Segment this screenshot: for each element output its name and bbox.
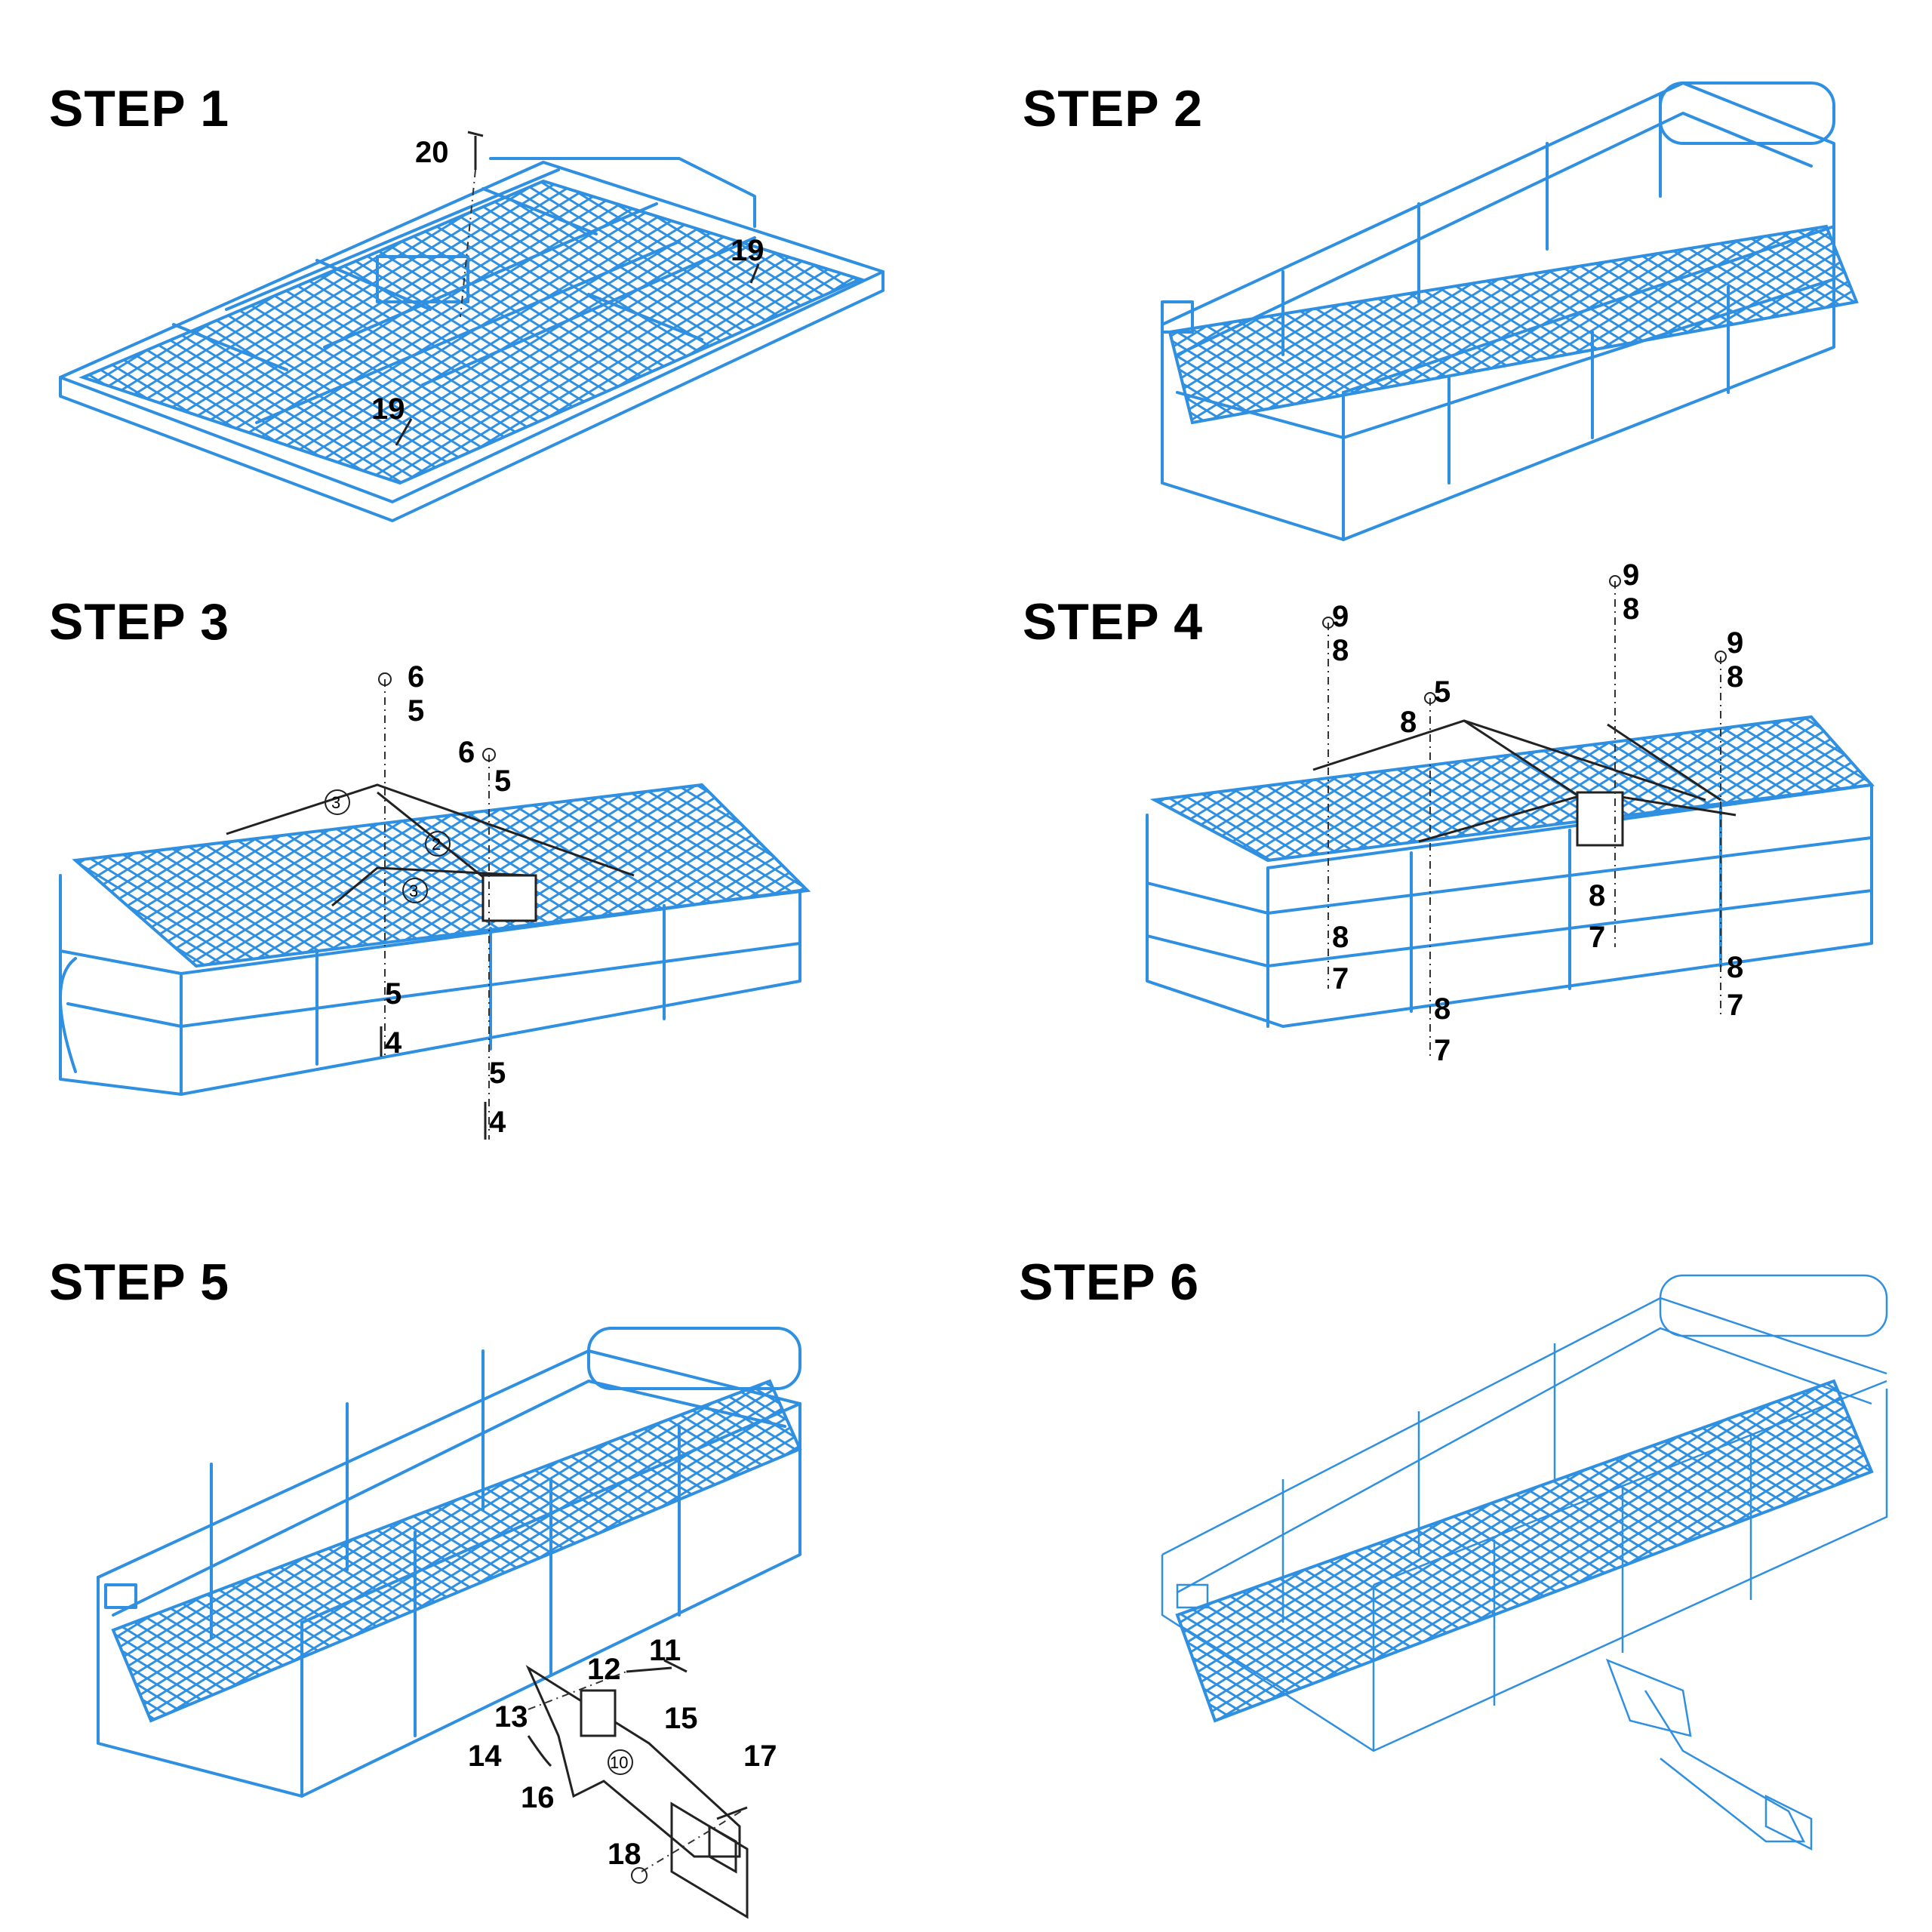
part-label-8-h: 8: [1727, 951, 1743, 984]
step-6-title: STEP 6: [1019, 1254, 1200, 1311]
part-label-7-b: 7: [1332, 962, 1349, 995]
step-2-carrier: [1161, 82, 1859, 541]
step-4-crossbars: [1312, 719, 1737, 847]
step-6-assembled-carrier: [1161, 1274, 1888, 1851]
step-1-folded-carrier: [59, 157, 884, 522]
step-5-title: STEP 5: [49, 1254, 230, 1311]
part-label-9: 9: [1332, 600, 1349, 633]
part-label-11: 11: [649, 1634, 681, 1667]
part-label-8-d: 8: [1727, 660, 1743, 694]
part-label-4-b: 4: [489, 1106, 506, 1139]
part-label-9-b: 9: [1623, 558, 1639, 592]
part-label-5-d: 5: [489, 1057, 506, 1090]
step-3-title: STEP 3: [49, 593, 230, 651]
step-1-title: STEP 1: [49, 80, 230, 137]
part-label-15: 15: [664, 1702, 698, 1735]
step-4-carrier: [1146, 715, 1875, 1028]
circled-label-2: 2: [432, 835, 441, 854]
part-label-8-g: 8: [1434, 992, 1451, 1026]
part-label-12: 12: [587, 1653, 621, 1686]
step-1-hardware: [460, 131, 484, 318]
part-label-8-f: 8: [1332, 921, 1349, 954]
part-label-7: 7: [1589, 921, 1605, 954]
part-label-7-d: 7: [1727, 989, 1743, 1022]
part-label-8: 8: [1332, 634, 1349, 667]
step-3-carrier: [59, 783, 811, 1096]
part-label-5: 5: [408, 694, 424, 728]
part-label-13: 13: [494, 1700, 528, 1734]
part-label-4: 4: [385, 1026, 402, 1060]
part-label-19-b: 19: [371, 392, 405, 426]
step-4-hardware: [1322, 575, 1727, 1057]
part-label-6: 6: [408, 660, 424, 694]
step-5-labels: 12 11 13 15 14 16 17 18: [468, 1634, 777, 1871]
part-label-7-c: 7: [1434, 1034, 1451, 1067]
step-4-labels: 9 8 5 8 9 8 9 8 8 7 8 7 8 7 8 7: [1332, 558, 1743, 1067]
part-label-16: 16: [521, 1781, 555, 1814]
step-3-crossbars: 3 2 3: [226, 783, 635, 922]
part-label-19: 19: [731, 234, 764, 267]
circled-label-3: 3: [331, 793, 340, 812]
part-label-8-e: 8: [1589, 879, 1605, 912]
part-label-5: 5: [1434, 675, 1451, 709]
part-label-8-b: 8: [1400, 706, 1417, 739]
part-label-5-b: 5: [494, 764, 511, 798]
part-label-8-c: 8: [1623, 592, 1639, 626]
step-1-labels: 20 19 19: [371, 136, 764, 446]
step-3-hardware: [378, 672, 496, 1140]
part-label-18: 18: [608, 1838, 641, 1871]
circled-label-3-b: 3: [409, 881, 418, 900]
part-label-20: 20: [415, 136, 449, 169]
part-label-9-c: 9: [1727, 626, 1743, 660]
part-label-5-c: 5: [385, 977, 401, 1011]
step-3-labels: 6 5 6 5 5 4 5 4: [385, 660, 511, 1139]
step-5-hitch: 10: [525, 1659, 749, 1919]
part-label-14: 14: [468, 1740, 502, 1773]
part-label-17: 17: [743, 1740, 777, 1773]
part-label-6-b: 6: [458, 736, 475, 769]
step-5-carrier: [97, 1327, 802, 1798]
step-2-title: STEP 2: [1023, 80, 1204, 137]
step-4-title: STEP 4: [1023, 593, 1204, 651]
circled-label-10: 10: [610, 1753, 628, 1772]
